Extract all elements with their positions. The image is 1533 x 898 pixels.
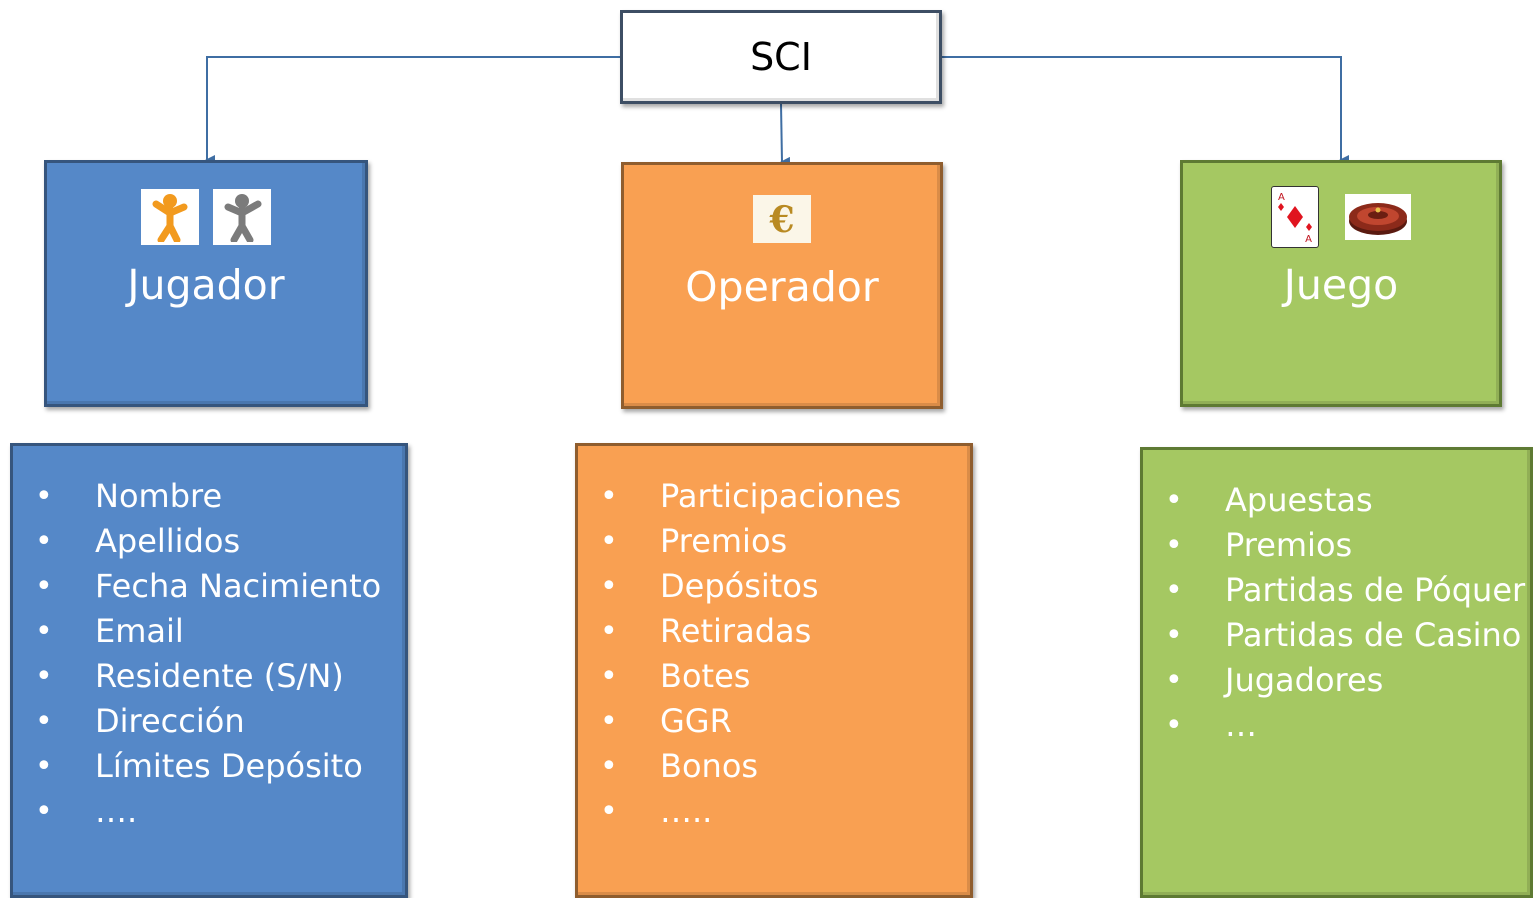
connector-to-juego bbox=[942, 56, 1349, 165]
roulette-icon bbox=[1345, 194, 1411, 240]
juego-icons: A A bbox=[1271, 186, 1411, 248]
list-item: ….. bbox=[600, 789, 901, 834]
list-item: Depósitos bbox=[600, 564, 901, 609]
list-item: Participaciones bbox=[600, 474, 901, 519]
euro-icon: € bbox=[753, 195, 811, 243]
juego-attributes-box: Apuestas Premios Partidas de Póquer Part… bbox=[1140, 447, 1533, 898]
juego-attribute-list: Apuestas Premios Partidas de Póquer Part… bbox=[1165, 478, 1525, 748]
juego-node: A A Juego bbox=[1180, 160, 1502, 407]
jugador-icons bbox=[141, 187, 271, 247]
list-item: GGR bbox=[600, 699, 901, 744]
list-item: Partidas de Póquer bbox=[1165, 568, 1525, 613]
root-node: SCI bbox=[620, 10, 942, 104]
list-item: Premios bbox=[1165, 523, 1525, 568]
list-item: Nombre bbox=[35, 474, 381, 519]
operador-attributes-box: Participaciones Premios Depósitos Retira… bbox=[575, 443, 973, 898]
list-item: … bbox=[1165, 703, 1525, 748]
list-item: Retiradas bbox=[600, 609, 901, 654]
operador-title: Operador bbox=[685, 263, 879, 311]
jugador-title: Jugador bbox=[127, 261, 285, 309]
list-item: Partidas de Casino bbox=[1165, 613, 1525, 658]
connector-to-operador bbox=[780, 103, 791, 167]
svg-text:A: A bbox=[1305, 234, 1312, 245]
list-item: Botes bbox=[600, 654, 901, 699]
list-item: Premios bbox=[600, 519, 901, 564]
ace-of-diamonds-icon: A A bbox=[1271, 186, 1319, 248]
list-item: Límites Depósito bbox=[35, 744, 381, 789]
svg-text:€: € bbox=[768, 199, 794, 239]
list-item: Fecha Nacimiento bbox=[35, 564, 381, 609]
list-item: …. bbox=[35, 789, 381, 834]
operador-node: € Operador bbox=[621, 162, 943, 409]
list-item: Jugadores bbox=[1165, 658, 1525, 703]
list-item: Residente (S/N) bbox=[35, 654, 381, 699]
list-item: Bonos bbox=[600, 744, 901, 789]
list-item: Apuestas bbox=[1165, 478, 1525, 523]
list-item: Apellidos bbox=[35, 519, 381, 564]
jugador-attribute-list: Nombre Apellidos Fecha Nacimiento Email … bbox=[35, 474, 381, 834]
player-orange-icon bbox=[141, 189, 199, 245]
juego-title: Juego bbox=[1283, 261, 1399, 309]
connector-to-jugador bbox=[205, 56, 620, 165]
root-label: SCI bbox=[750, 35, 812, 79]
operador-attribute-list: Participaciones Premios Depósitos Retira… bbox=[600, 474, 901, 834]
operador-icons: € bbox=[753, 189, 811, 249]
jugador-attributes-box: Nombre Apellidos Fecha Nacimiento Email … bbox=[10, 443, 408, 898]
jugador-node: Jugador bbox=[44, 160, 368, 407]
list-item: Dirección bbox=[35, 699, 381, 744]
svg-text:A: A bbox=[1278, 192, 1285, 203]
player-grey-icon bbox=[213, 189, 271, 245]
list-item: Email bbox=[35, 609, 381, 654]
